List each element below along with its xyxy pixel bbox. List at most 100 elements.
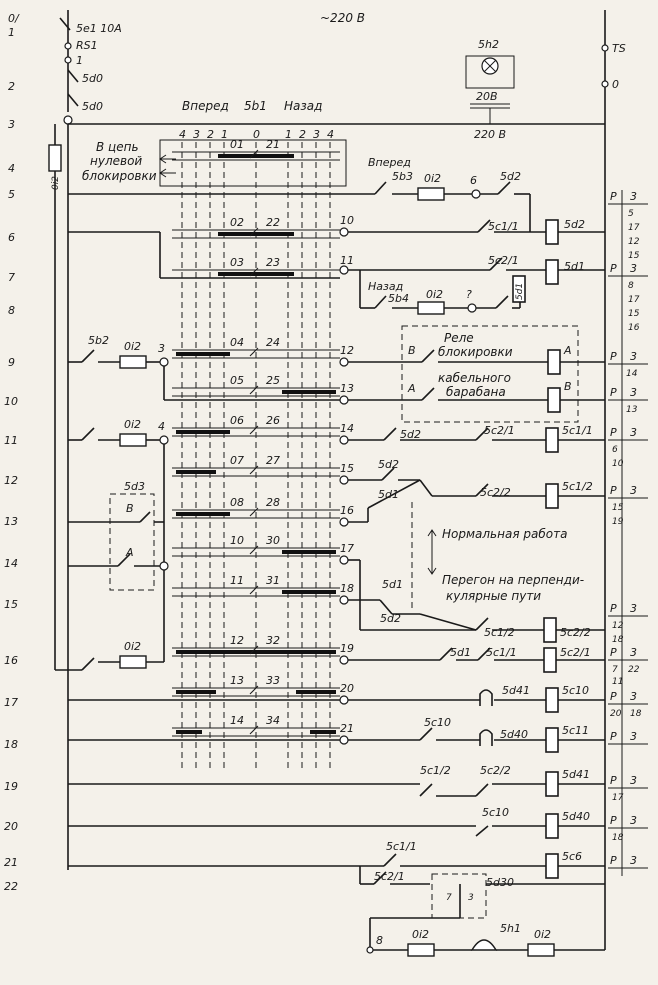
relay-coil-A: А <box>563 344 572 357</box>
controller-contact-symbol <box>249 425 259 435</box>
ref-value: 5 <box>628 209 634 219</box>
line-number: 21 <box>4 856 18 869</box>
coil-5c11: 5c11 <box>562 724 589 737</box>
controller-contact-label: 11 <box>230 574 244 587</box>
node-3: 3 <box>158 342 165 355</box>
line-number: 13 <box>4 515 18 528</box>
ref-value: 12 <box>612 621 624 631</box>
coil-5c2-1: 5c2/1 <box>560 646 591 659</box>
line-number: 22 <box>4 880 18 893</box>
wire-10: 10 <box>340 214 354 227</box>
ref-P: P <box>610 774 617 787</box>
controller-name: 5b1 <box>244 99 267 113</box>
controller-contact-symbol <box>249 585 259 595</box>
horn-node: 8 <box>376 934 383 947</box>
ref-P: P <box>610 484 617 497</box>
ref-P: P <box>610 854 617 867</box>
controller-back: Назад <box>284 99 322 113</box>
controller-contact-label: 21 <box>266 138 280 151</box>
contact-5c10-line18: 5c10 <box>424 716 451 729</box>
contact-5c1-1-line16: 5c1/1 <box>486 646 517 659</box>
ref-value: 16 <box>628 323 640 333</box>
relay-title-1: Реле <box>444 331 474 345</box>
interlock-text-2: нулевой <box>90 154 142 168</box>
controller-contact-symbol <box>249 149 259 159</box>
controller-contact-symbol <box>249 725 259 735</box>
contact-5c2-1-line11: 5c2/1 <box>484 424 515 437</box>
coil-5d40: 5d40 <box>562 810 590 823</box>
ref-P: P <box>610 690 617 703</box>
contact-5c10-line20: 5c10 <box>482 806 509 819</box>
rs1-label: RS1 <box>76 39 98 52</box>
controller-contact-symbol <box>249 267 259 277</box>
controller-contact-symbol <box>249 385 259 395</box>
horn-label: 5h1 <box>500 922 521 935</box>
reference-table: P 3 5 17 12 15 P 3 8 17 15 16 P 3 14 P 3… <box>608 190 648 876</box>
wire-12: 12 <box>340 344 354 357</box>
line-number: 14 <box>4 557 18 570</box>
contact-5c1-1-line6: 5c1/1 <box>488 220 519 233</box>
transformer-voltage: 220 В <box>474 128 506 141</box>
controller-contact-symbol <box>249 347 259 357</box>
ref-P: P <box>610 426 617 439</box>
ref-value: 12 <box>628 237 640 247</box>
controller-contact-label: 12 <box>230 634 244 647</box>
controller-contact-label: 26 <box>266 414 280 427</box>
ref-value: 20 <box>610 709 622 719</box>
contact-5d1-line12: 5d1 <box>378 488 399 501</box>
ref-value: 19 <box>612 517 624 527</box>
contact-5c1-1-line21: 5c1/1 <box>386 840 417 853</box>
line-number: 7 <box>8 271 15 284</box>
controller-contact-symbol <box>249 645 259 655</box>
ts-label: TS <box>612 42 626 55</box>
line-number: 6 <box>8 231 15 244</box>
wire-18: 18 <box>340 582 354 595</box>
line-numbers: 0/ 1 2 3 4 5 6 7 8 9 10 11 12 13 14 15 1… <box>4 12 20 893</box>
line-number: 12 <box>4 474 18 487</box>
ref-contact: 3 <box>630 350 637 363</box>
wire-20: 20 <box>340 682 354 695</box>
line-number: 11 <box>4 434 18 447</box>
contact-5c1-2-line15: 5c1/2 <box>484 626 515 639</box>
switch-5b4: 5b4 <box>388 292 409 305</box>
ref-value: 18 <box>630 709 642 719</box>
coil-5d2: 5d2 <box>564 218 585 231</box>
ref-value: 17 <box>628 295 640 305</box>
coil-5d41: 5d41 <box>562 768 590 781</box>
coil-5c2-2: 5c2/2 <box>560 626 591 639</box>
contact-5d1-line16: 5d1 <box>450 646 471 659</box>
ref-contact: 3 <box>630 690 637 703</box>
relay-contact-B: В <box>408 344 416 357</box>
contact-5d2-line11: 5d2 <box>400 428 421 441</box>
controller-forward: Вперед <box>182 99 229 113</box>
ref-P: P <box>610 386 617 399</box>
contact-5d2-line12: 5d2 <box>378 458 399 471</box>
controller-contact-label: 34 <box>266 714 280 727</box>
mode-cross-2: кулярные пути <box>446 589 541 603</box>
controller-contact-symbol <box>249 685 259 695</box>
coil-5c10: 5c10 <box>562 684 589 697</box>
lamp-voltage: 20В <box>476 90 498 103</box>
ref-value: 22 <box>628 665 640 675</box>
controller-contact-label: 05 <box>230 374 244 387</box>
timer-pin-3: 3 <box>468 893 474 903</box>
relay-contact-A: А <box>407 382 416 395</box>
coil-5c6: 5c6 <box>562 850 582 863</box>
fuse-line8: 0i2 <box>426 288 443 301</box>
line-number: 3 <box>8 118 15 131</box>
ref-value: 11 <box>612 677 623 687</box>
controller-contact-label: 23 <box>266 256 280 269</box>
box-5d3-B: В <box>126 502 134 515</box>
controller-position: 4 <box>179 128 186 141</box>
wire-19: 19 <box>340 642 354 655</box>
contact-5d40: 5d40 <box>500 728 528 741</box>
coil-5c1-2: 5c1/2 <box>562 480 593 493</box>
line-number: 1 <box>8 26 15 39</box>
controller-position: 1 <box>285 128 292 141</box>
line-number: 9 <box>8 356 15 369</box>
mode-cross-1: Перегон на перпенди- <box>442 573 584 587</box>
controller-contact-symbol <box>249 227 259 237</box>
controller-contact-label: 02 <box>230 216 244 229</box>
controller-contact-label: 10 <box>230 534 244 547</box>
